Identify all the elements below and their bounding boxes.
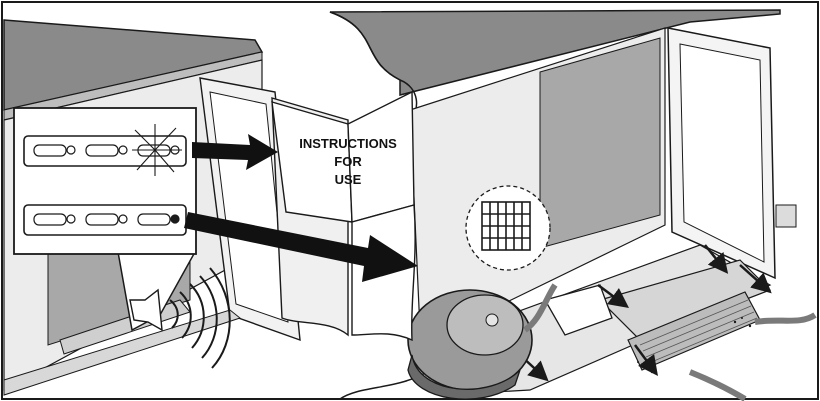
detail-callout-circle: [465, 185, 551, 271]
removal-arrow-1: [704, 244, 729, 274]
filter-grille-lines: [639, 299, 758, 364]
sound-waves: [169, 267, 231, 369]
alarm-sound-icon: [129, 267, 231, 369]
vacuum-cleaner-icon: [339, 283, 558, 400]
booklet-title-line3: USE: [335, 172, 362, 187]
removal-arrow-2: [739, 264, 772, 294]
arrow-to-booklet: [192, 134, 278, 170]
removal-arrow-3: [597, 283, 630, 308]
vacuum-bumper: [407, 354, 521, 400]
right-cabinet: [329, 9, 817, 401]
right-door-glass: [539, 37, 661, 249]
right-open-door-glass: [679, 43, 765, 263]
removal-arrow-4: [633, 344, 658, 377]
booklet-title-line1: INSTRUCTIONS: [299, 136, 397, 151]
alarm-flash-icon: [132, 124, 182, 176]
vacuum-top: [446, 294, 524, 356]
vacuum-hose-right: [754, 312, 817, 325]
component-detail: [465, 185, 551, 271]
instructions-booklet: INSTRUCTIONS FOR USE: [271, 90, 416, 342]
counter-cutaway-edge: [329, 11, 418, 121]
control-buttons-bottom: [33, 213, 180, 226]
vacuum-hose-outlet: [523, 283, 558, 333]
side-bracket: [775, 204, 797, 228]
arrow-to-detail: [184, 212, 418, 282]
booklet-title-line2: FOR: [334, 154, 362, 169]
condenser-coil-icon: [481, 201, 531, 251]
speaker-icon: [129, 288, 163, 332]
vacuum-hose-bottom: [688, 369, 747, 401]
vacuum-button: [485, 313, 499, 327]
left-plinth: [3, 309, 242, 396]
drip-tray: [544, 284, 613, 336]
